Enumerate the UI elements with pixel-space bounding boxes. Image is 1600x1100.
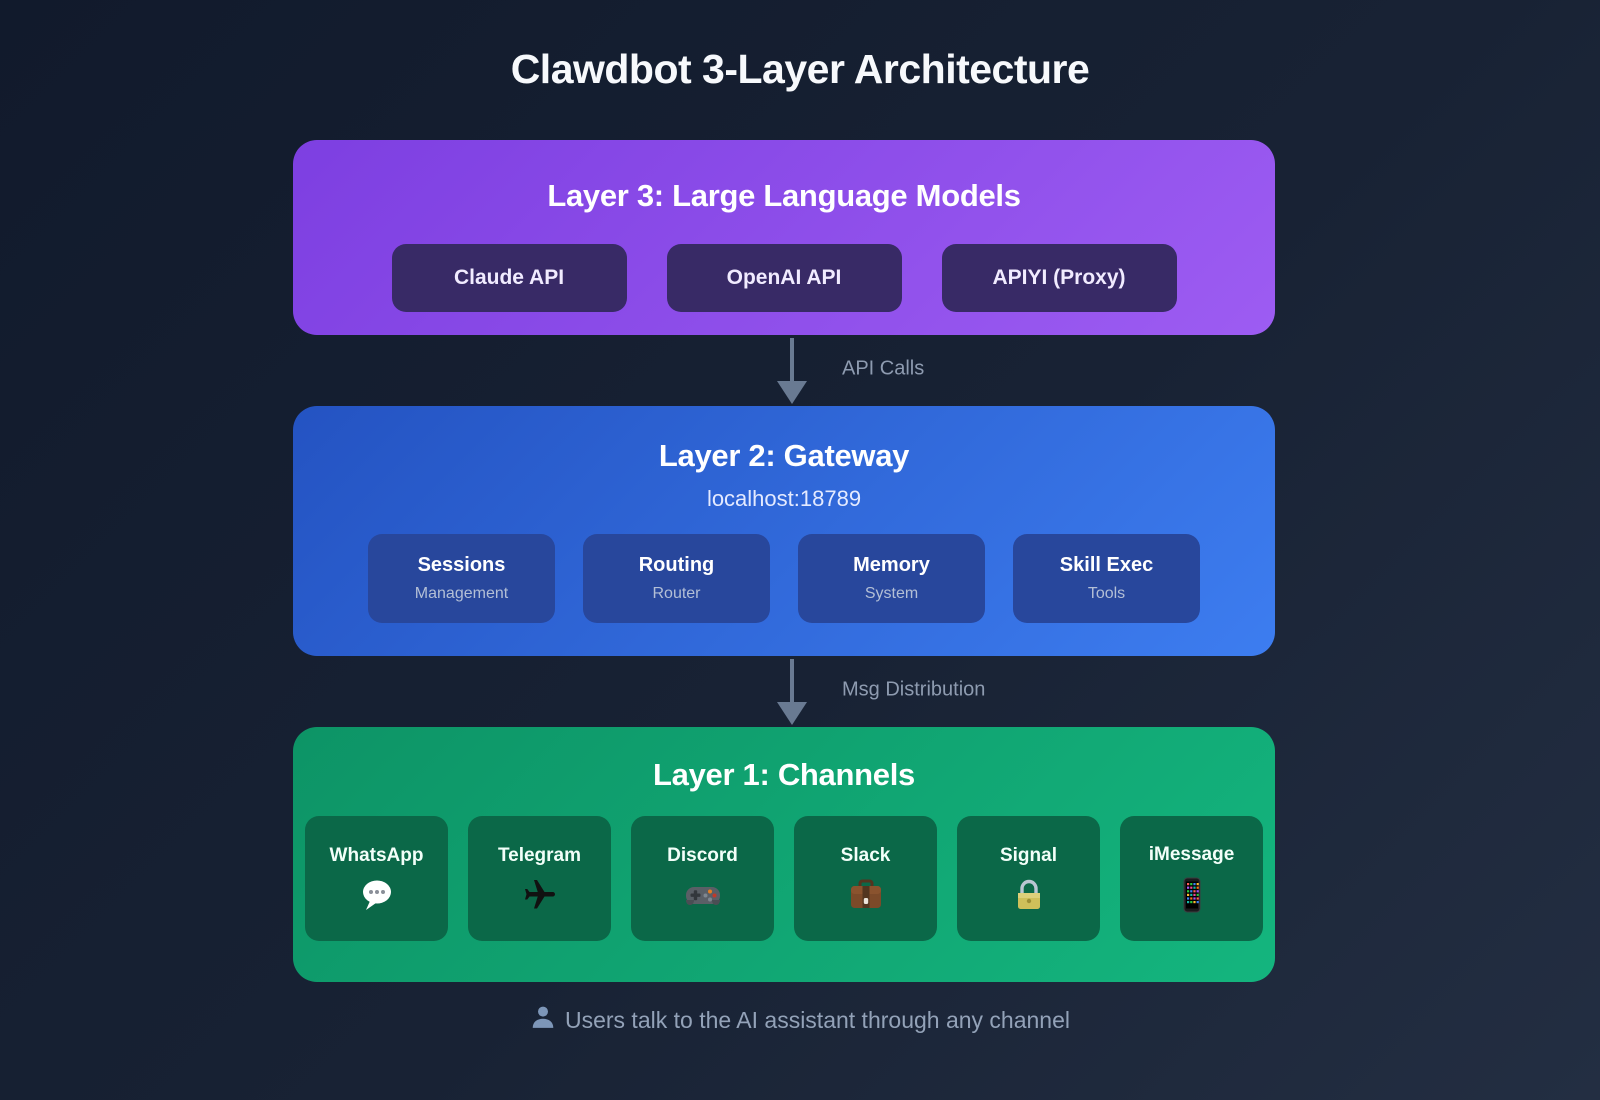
gateway-address: localhost:18789 xyxy=(706,486,862,511)
channel-whatsapp-label: WhatsApp xyxy=(329,844,424,866)
openai-api-chip: OpenAI API xyxy=(666,244,902,312)
down-arrow-icon xyxy=(777,659,807,725)
channel-discord: Discord xyxy=(631,816,774,941)
architecture-diagram: Layer 3: Large Language Models Claude AP… xyxy=(293,140,1275,982)
down-arrow-icon xyxy=(777,338,807,404)
memory-chip: Memory System xyxy=(798,534,985,623)
user-silhouette-icon xyxy=(530,1004,556,1036)
apiyi-proxy-chip: APIYI (Proxy) xyxy=(941,244,1177,312)
footer-caption-text: Users talk to the AI assistant through a… xyxy=(564,1006,1070,1033)
mobile-phone-icon xyxy=(1174,876,1210,914)
arrow-zone-api-calls: API Calls xyxy=(293,335,1275,406)
arrow-label-msg-distribution: Msg Distribution xyxy=(842,678,986,701)
layer1-channels-box: Layer 1: Channels WhatsApp Telegram xyxy=(293,727,1275,982)
game-controller-icon xyxy=(683,877,723,913)
layer2-title: Layer 2: Gateway xyxy=(658,438,910,473)
channel-telegram: Telegram xyxy=(468,816,611,941)
routing-chip-subtitle: Router xyxy=(652,585,701,602)
speech-balloon-icon xyxy=(358,877,396,913)
layer1-title: Layer 1: Channels xyxy=(653,757,915,792)
channel-signal-label: Signal xyxy=(999,844,1057,866)
claude-api-chip: Claude API xyxy=(391,244,627,312)
arrow-zone-msg-distribution: Msg Distribution xyxy=(293,656,1275,727)
channel-discord-label: Discord xyxy=(667,844,738,866)
skill-exec-chip-title: Skill Exec xyxy=(1059,554,1154,576)
lock-icon xyxy=(1011,877,1047,913)
layer2-gateway-box: Layer 2: Gateway localhost:18789 Session… xyxy=(293,406,1275,656)
sessions-chip-subtitle: Management xyxy=(414,585,509,602)
channel-signal: Signal xyxy=(957,816,1100,941)
channel-slack: Slack xyxy=(794,816,937,941)
channel-imessage-label: iMessage xyxy=(1148,843,1235,865)
memory-chip-subtitle: System xyxy=(864,585,919,602)
channel-slack-label: Slack xyxy=(840,844,891,866)
channel-imessage: iMessage xyxy=(1120,816,1263,941)
memory-chip-title: Memory xyxy=(853,554,930,576)
channel-whatsapp: WhatsApp xyxy=(305,816,448,941)
footer-caption: Users talk to the AI assistant through a… xyxy=(0,1004,1600,1036)
briefcase-icon xyxy=(847,877,885,913)
layer3-llm-box: Layer 3: Large Language Models Claude AP… xyxy=(293,140,1275,335)
skill-exec-chip-subtitle: Tools xyxy=(1087,585,1126,602)
channel-row: WhatsApp Telegram xyxy=(293,816,1275,941)
page-title: Clawdbot 3-Layer Architecture xyxy=(510,46,1090,92)
layer3-title: Layer 3: Large Language Models xyxy=(547,178,1021,213)
routing-chip-title: Routing xyxy=(638,554,715,576)
skill-exec-chip: Skill Exec Tools xyxy=(1013,534,1200,623)
airplane-icon xyxy=(521,877,559,913)
arrow-label-api-calls: API Calls xyxy=(842,357,925,380)
sessions-chip-title: Sessions xyxy=(417,554,506,576)
layer3-chip-row: Claude API OpenAI API APIYI (Proxy) xyxy=(293,244,1275,312)
layer2-chip-row: Sessions Management Routing Router Memor… xyxy=(293,534,1275,623)
channel-telegram-label: Telegram xyxy=(497,844,582,866)
sessions-chip: Sessions Management xyxy=(368,534,555,623)
routing-chip: Routing Router xyxy=(583,534,770,623)
